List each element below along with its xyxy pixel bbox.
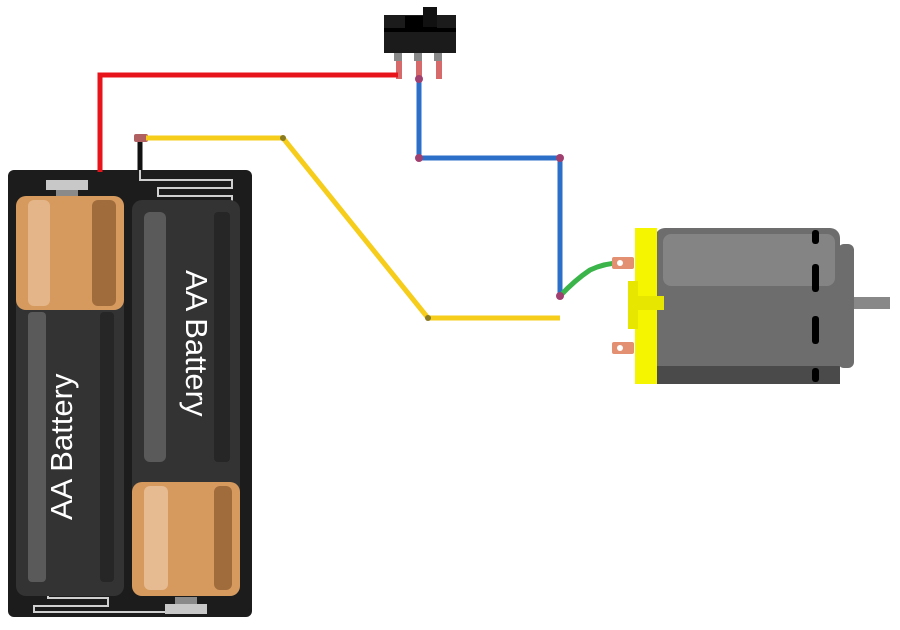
wire-blue[interactable] [416, 79, 563, 296]
wire-green[interactable] [558, 260, 621, 298]
switch-pin [394, 53, 402, 61]
battery-holder: AA Battery AA Battery [8, 170, 252, 617]
battery-contact-plate [165, 604, 207, 614]
switch-pin [434, 53, 442, 61]
slide-switch[interactable] [384, 7, 456, 79]
switch-pin [414, 53, 422, 61]
battery-left: AA Battery [16, 196, 124, 596]
battery-contact-plate [46, 180, 88, 190]
battery-right: AA Battery [132, 200, 240, 596]
battery-label: AA Battery [44, 373, 79, 520]
motor-shaft [854, 297, 890, 309]
dc-motor[interactable] [612, 228, 890, 384]
wire-red[interactable] [97, 72, 398, 172]
wire-yellow[interactable] [146, 135, 560, 321]
battery-label: AA Battery [179, 270, 214, 417]
